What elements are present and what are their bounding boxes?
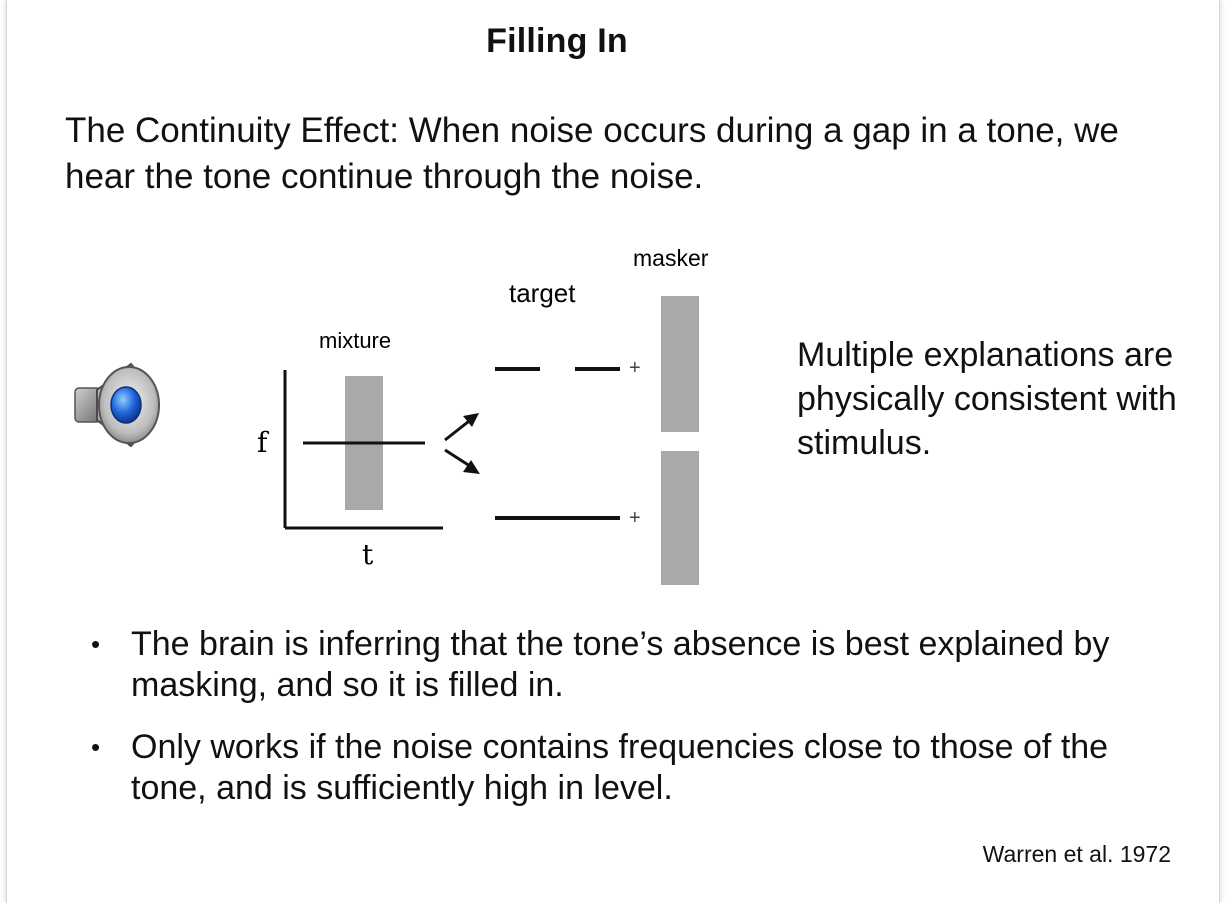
masker-bar-top — [661, 296, 699, 432]
axis-label-f: f — [257, 426, 270, 459]
axis-label-t: t — [362, 538, 374, 571]
slide: Filling In The Continuity Effect: When n… — [6, 0, 1220, 903]
arrow-down-head — [463, 460, 480, 474]
bullet-dot: • — [91, 629, 101, 659]
bullet-text: The brain is inferring that the tone’s a… — [131, 625, 1110, 704]
bullet-item: • The brain is inferring that the tone’s… — [85, 624, 1185, 706]
bullet-dot: • — [91, 732, 101, 762]
speaker-icon[interactable] — [69, 350, 179, 460]
citation: Warren et al. 1972 — [982, 841, 1171, 867]
bullet-list: • The brain is inferring that the tone’s… — [85, 624, 1185, 830]
bullet-item: • Only works if the noise contains frequ… — [85, 727, 1185, 809]
masker-bar-bottom — [661, 451, 699, 585]
label-mixture: mixture — [319, 328, 391, 353]
continuity-diagram: f t mixture target masker + + — [257, 245, 709, 585]
bullet-text: Only works if the noise contains frequen… — [131, 728, 1109, 807]
intro-text: The Continuity Effect: When noise occurs… — [65, 111, 1119, 196]
side-note: Multiple explanations are physically con… — [797, 336, 1177, 462]
plus-sign-top: + — [629, 357, 641, 379]
label-masker: masker — [633, 245, 709, 271]
slide-title: Filling In — [486, 22, 628, 60]
arrow-up-head — [463, 413, 479, 427]
plus-sign-bottom: + — [629, 507, 641, 529]
label-target: target — [509, 278, 576, 308]
